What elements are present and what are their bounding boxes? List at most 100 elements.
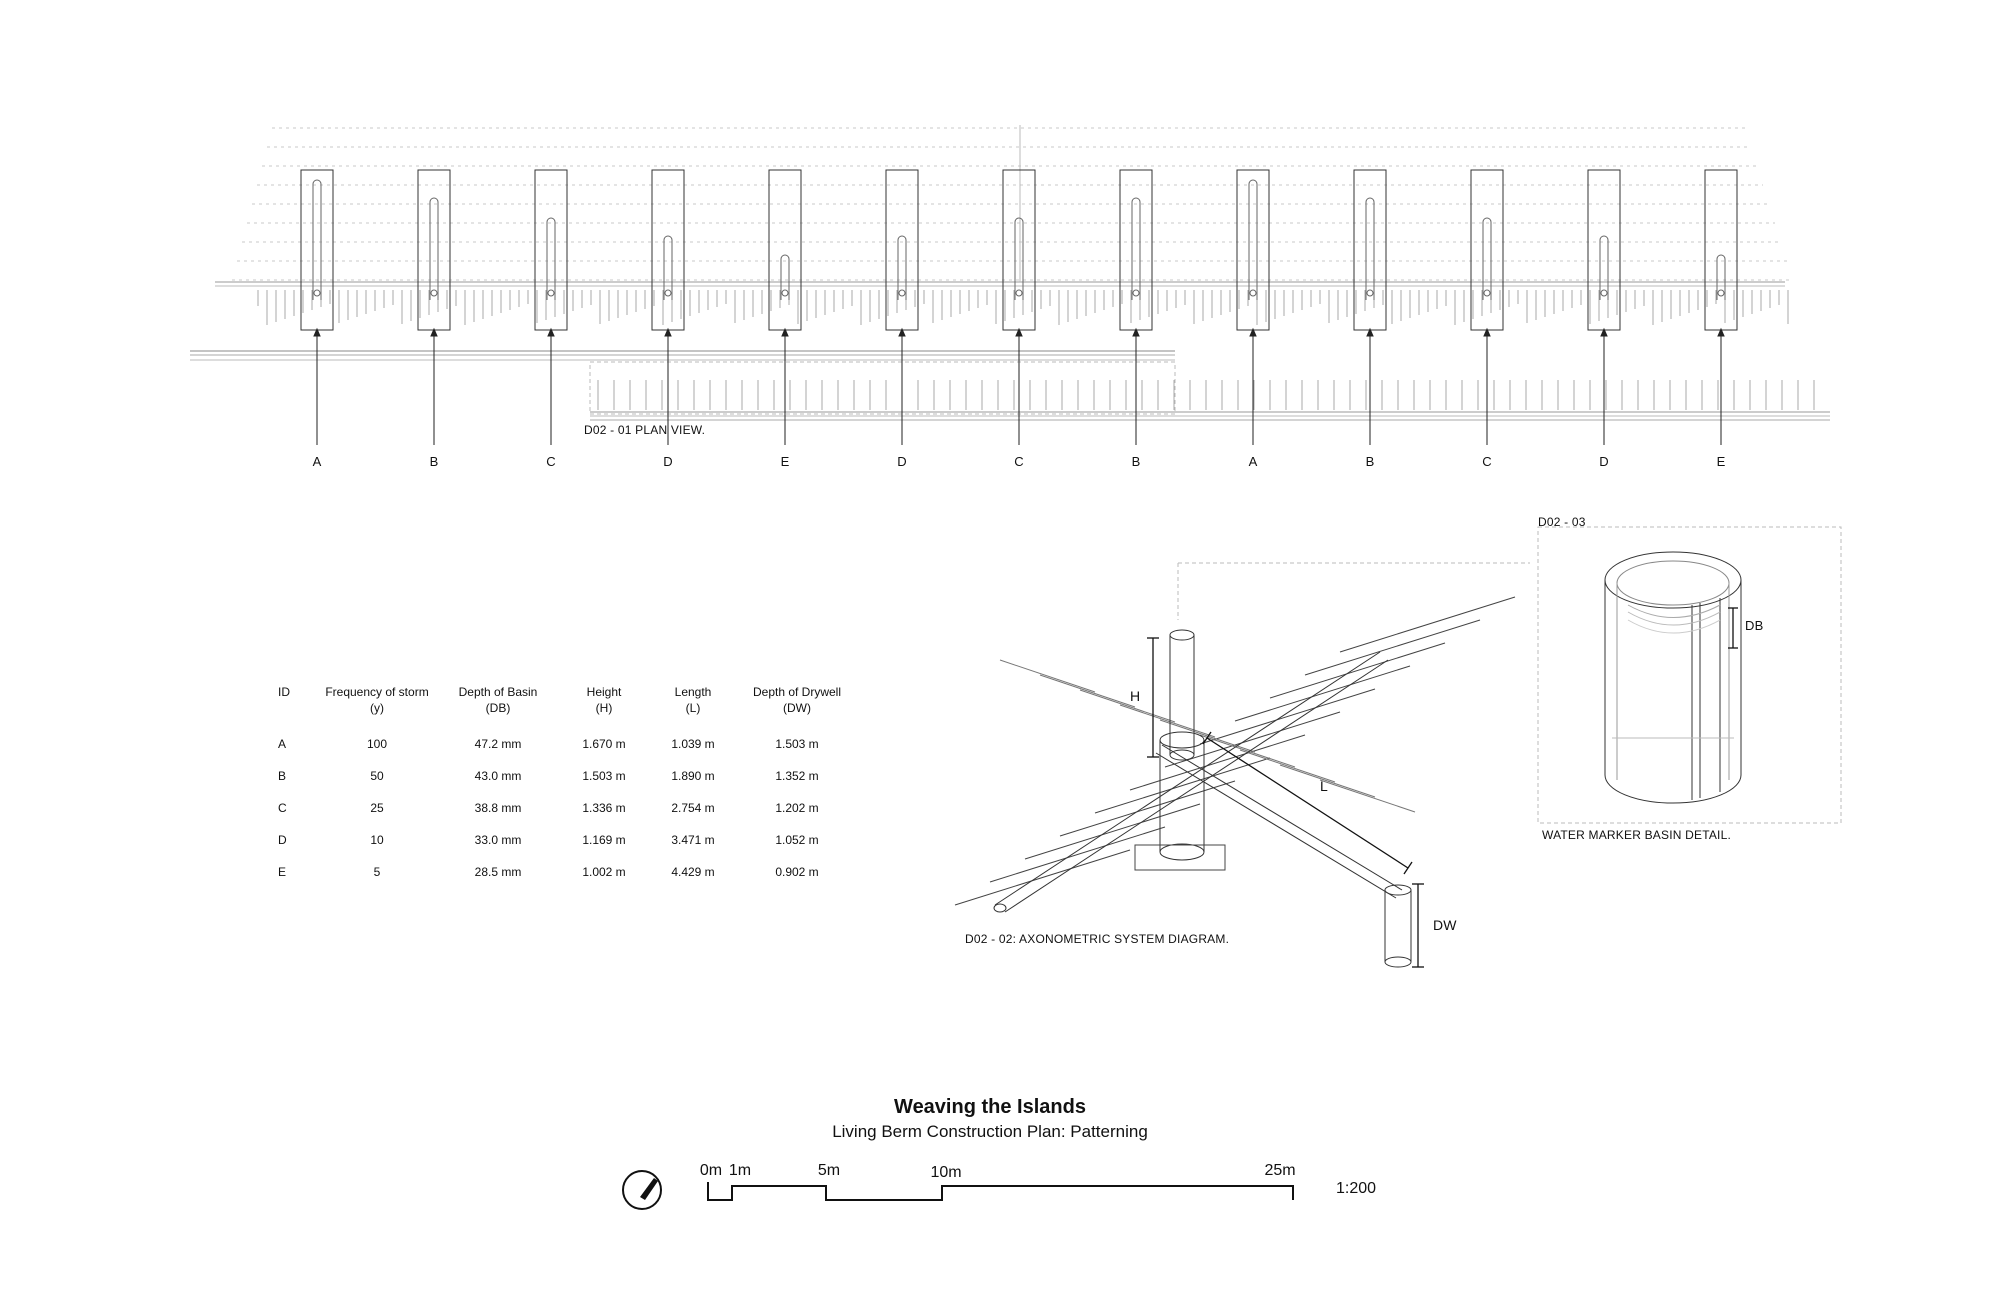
cell-id: D: [278, 833, 287, 847]
dimension-label-l: L: [1320, 778, 1328, 794]
standpipe-stem: [1248, 179, 1258, 300]
cell-id: B: [278, 769, 287, 783]
cell-basin-depth: 33.0 mm: [474, 833, 522, 847]
standpipe-stem: [429, 197, 439, 300]
column-header: Frequency of storm(y): [325, 685, 429, 715]
pattern-marker: A: [312, 454, 322, 469]
cell-drywell-depth: 0.902 m: [775, 865, 819, 879]
detail-code: D02 - 03: [1538, 515, 1586, 529]
cell-length: 4.429 m: [671, 865, 715, 879]
cell-basin-depth: 28.5 mm: [474, 865, 522, 879]
column-header: Depth of Drywell(DW): [752, 685, 842, 715]
plan-view-caption: D02 - 01 PLAN VIEW.: [584, 423, 706, 437]
module-frame: [1470, 169, 1504, 331]
table-row: E 5 28.5 mm 1.002 m 4.429 m 0.902 m: [278, 856, 860, 888]
standpipe-stem: [1365, 197, 1375, 300]
pattern-marker: C: [546, 454, 556, 469]
module-frame: [651, 169, 685, 331]
scale-label: 1m: [728, 1162, 752, 1179]
cell-drywell-depth: 1.503 m: [775, 737, 819, 751]
cell-height: 1.169 m: [582, 833, 626, 847]
column-header: Height(H): [586, 685, 622, 715]
scale-label: 5m: [817, 1162, 841, 1179]
cell-length: 1.890 m: [671, 769, 715, 783]
cell-id: C: [278, 801, 287, 815]
cell-id: E: [278, 865, 287, 879]
cell-drywell-depth: 1.352 m: [775, 769, 819, 783]
cell-frequency: 5: [373, 865, 381, 879]
standpipe-stem: [780, 254, 790, 300]
column-header: Length(L): [674, 685, 712, 715]
cell-basin-depth: 43.0 mm: [474, 769, 522, 783]
pattern-marker: C: [1014, 454, 1024, 469]
axo-leader-box: [1177, 562, 1530, 620]
pattern-marker: B: [1365, 454, 1375, 469]
pattern-marker: A: [1248, 454, 1258, 469]
cell-length: 3.471 m: [671, 833, 715, 847]
scale-label: 10m: [930, 1164, 962, 1181]
column-header: ID: [278, 685, 290, 699]
standpipe-stem: [1131, 197, 1141, 300]
module-frame: [768, 169, 802, 331]
cell-length: 2.754 m: [671, 801, 715, 815]
module-frame: [300, 169, 334, 331]
axo-standpipe: [1134, 629, 1226, 871]
specification-table: ID Frequency of storm(y) Depth of Basin(…: [278, 684, 860, 888]
table-row: B 50 43.0 mm 1.503 m 1.890 m 1.352 m: [278, 760, 860, 792]
pattern-marker: D: [1599, 454, 1609, 469]
pattern-marker: E: [780, 454, 790, 469]
dimension-label-h: H: [1130, 688, 1141, 704]
standpipe-stem: [897, 235, 907, 300]
table-row: C 25 38.8 mm 1.336 m 2.754 m 1.202 m: [278, 792, 860, 824]
scale-label: 0m: [699, 1162, 723, 1179]
standpipe-stem: [1014, 217, 1024, 300]
pattern-marker: B: [429, 454, 439, 469]
axonometric-caption: D02 - 02: AXONOMETRIC SYSTEM DIAGRAM.: [965, 932, 1230, 946]
cell-height: 1.503 m: [582, 769, 626, 783]
table-row: A 100 47.2 mm 1.670 m 1.039 m 1.503 m: [278, 728, 860, 760]
cell-height: 1.002 m: [582, 865, 626, 879]
table-row: D 10 33.0 mm 1.169 m 3.471 m 1.052 m: [278, 824, 860, 856]
plan-view-drawing: [190, 125, 1830, 445]
cell-basin-depth: 38.8 mm: [474, 801, 522, 815]
pattern-marker: D: [663, 454, 673, 469]
sheet-subtitle: Living Berm Construction Plan: Patternin…: [832, 1122, 1148, 1141]
column-header: Depth of Basin(DB): [458, 685, 538, 715]
cell-frequency: 10: [370, 833, 384, 847]
cell-drywell-depth: 1.202 m: [775, 801, 819, 815]
cell-frequency: 50: [370, 769, 384, 783]
scale-ratio: 1:200: [1336, 1180, 1377, 1197]
module-frame: [1119, 169, 1153, 331]
module-frame: [534, 169, 568, 331]
table-header-row: ID Frequency of storm(y) Depth of Basin(…: [278, 684, 860, 728]
standpipe-stem: [1599, 235, 1609, 300]
pattern-marker: D: [897, 454, 907, 469]
pattern-marker: C: [1482, 454, 1492, 469]
cell-height: 1.336 m: [582, 801, 626, 815]
sheet-title: Weaving the Islands: [894, 1096, 1086, 1118]
module-frame: [1002, 169, 1036, 331]
dimension-label-dw: DW: [1433, 917, 1457, 933]
standpipe-stem: [312, 179, 322, 300]
pattern-marker: B: [1131, 454, 1141, 469]
cell-frequency: 25: [370, 801, 384, 815]
module-frame: [417, 169, 451, 331]
axo-drywell: [1384, 884, 1412, 968]
pattern-marker: E: [1716, 454, 1726, 469]
cell-basin-depth: 47.2 mm: [474, 737, 522, 751]
cell-drywell-depth: 1.052 m: [775, 833, 819, 847]
standpipe-stem: [663, 235, 673, 300]
cell-frequency: 100: [366, 737, 388, 751]
axo-main-pipe: [993, 651, 1403, 913]
scale-label: 25m: [1264, 1162, 1296, 1179]
standpipe-stem: [1716, 254, 1726, 300]
module-frame: [1353, 169, 1387, 331]
module-frame: [885, 169, 919, 331]
axo-dimension-lines: [1147, 637, 1424, 968]
cell-length: 1.039 m: [671, 737, 715, 751]
module-frame: [1704, 169, 1738, 331]
detail-caption: WATER MARKER BASIN DETAIL.: [1542, 828, 1732, 842]
axo-rib-pipes: [954, 596, 1516, 906]
standpipe-stem: [546, 217, 556, 300]
cell-height: 1.670 m: [582, 737, 626, 751]
